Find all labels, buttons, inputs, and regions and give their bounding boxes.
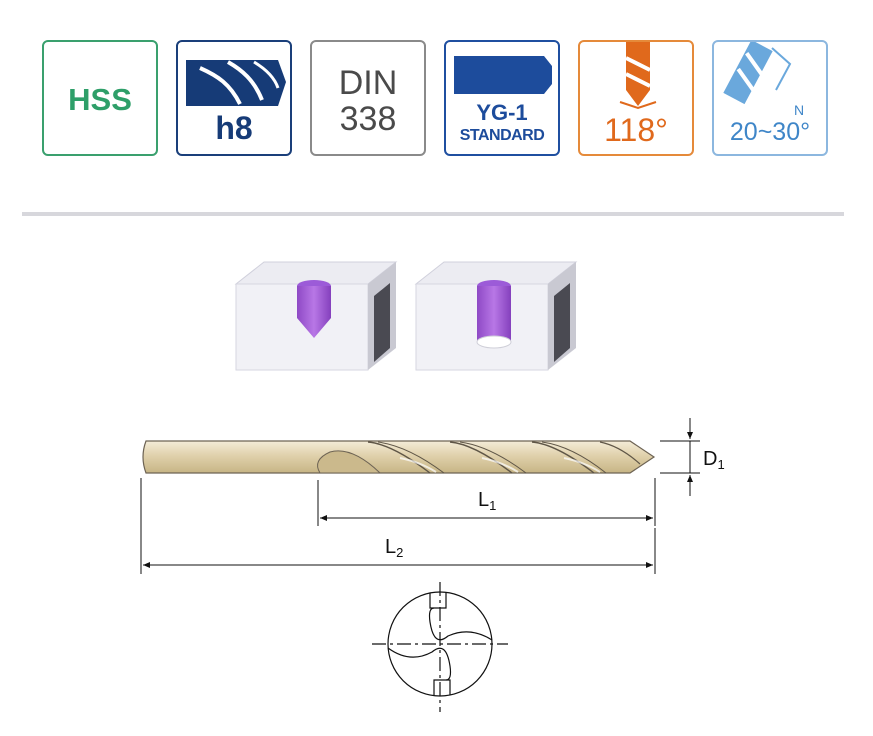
din-338-badge: DIN 338 xyxy=(310,40,426,156)
d1-label: D1 xyxy=(703,448,725,472)
l1-dimension: L1 xyxy=(317,478,656,526)
drill-point-icon xyxy=(619,42,657,110)
hss-label: HSS xyxy=(68,82,132,117)
d1-dimension: D1 xyxy=(660,418,725,496)
yg1-standard-badge: YG-1 STANDARD xyxy=(444,40,560,156)
helix-angle-icon xyxy=(723,42,792,105)
helix-unit-prefix: N xyxy=(794,102,805,118)
hss-material-badge: HSS xyxy=(42,40,158,156)
twist-drill-icon xyxy=(142,440,656,474)
point-angle-badge: 118° xyxy=(578,40,694,156)
drill-shank-icon xyxy=(454,56,552,94)
point-angle-label: 118° xyxy=(604,112,668,148)
din-number: 338 xyxy=(339,100,397,138)
through-hole-icon xyxy=(414,261,578,371)
helix-angle-label: 20~30° xyxy=(729,118,811,146)
standard-label: STANDARD xyxy=(459,127,545,144)
l2-dimension: L2 xyxy=(140,478,656,574)
section-divider xyxy=(22,212,844,216)
helix-angle-badge: N 20~30° xyxy=(712,40,828,156)
h8-tolerance-badge: h8 xyxy=(176,40,292,156)
blind-hole-icon xyxy=(234,261,398,371)
h8-label: h8 xyxy=(215,110,253,146)
l1-label: L1 xyxy=(478,489,496,513)
din-label: DIN xyxy=(338,64,398,102)
drill-shank-icon xyxy=(186,60,286,106)
yg1-label: YG-1 xyxy=(476,100,528,125)
drill-cross-section-icon xyxy=(372,582,508,712)
l2-label: L2 xyxy=(385,536,403,560)
